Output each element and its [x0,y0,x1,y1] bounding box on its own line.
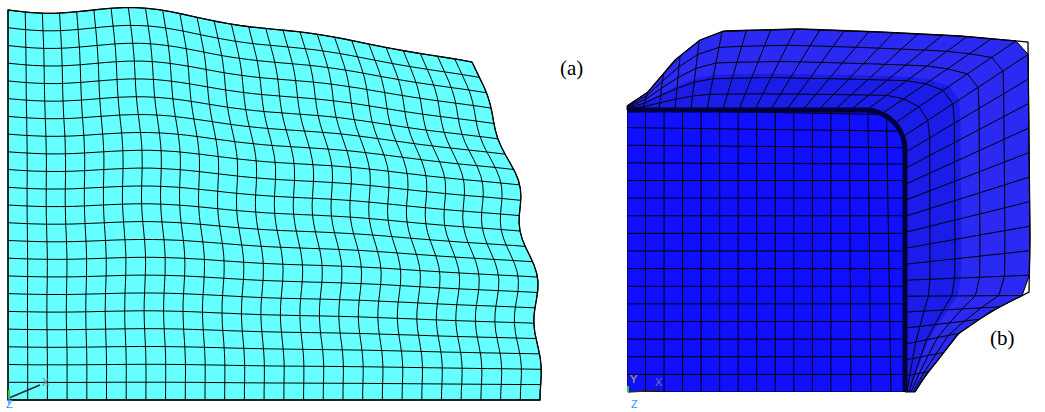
mesh-line [627,128,905,132]
mesh-fill [8,8,541,400]
mesh-line [627,145,905,147]
mesh-line [627,62,980,393]
mesh-line [835,34,919,110]
axis-triad [9,385,660,404]
die-radius-rim [627,110,905,392]
mesh-line [675,56,680,110]
mesh-line [866,37,967,110]
mesh-line [905,202,1030,233]
mesh-line [905,177,1029,216]
mesh-outline [8,8,541,400]
mesh-line [627,45,1005,392]
mesh-line [8,150,520,185]
punch-fill [627,110,905,392]
mesh-line [905,79,1028,153]
punch-face [627,110,911,392]
mesh-line [905,307,1000,312]
mesh-line [8,115,505,155]
mesh-line [905,226,1030,248]
mesh-line [755,29,796,110]
mesh-outline [627,29,1030,392]
mesh-line [882,39,992,114]
mesh-line [8,97,498,139]
axis-label: Y [630,374,637,385]
axis-label: Z [631,399,638,410]
flange-shade [627,29,1030,392]
mesh-line [8,329,536,339]
mesh-line [8,204,520,231]
mesh-line [905,295,1022,297]
mesh-line [627,163,905,164]
mesh-line [627,198,905,199]
mesh-line [8,79,494,124]
mesh-line [627,215,905,216]
mesh-line [8,168,521,200]
mesh-line [905,153,1029,201]
mesh-line [8,275,538,292]
axis-label: X [655,377,662,388]
mesh-line [627,321,905,322]
mesh-line [472,62,541,400]
mesh-line [739,30,771,110]
mesh-line [8,257,538,277]
deformed-mesh-b [627,29,1030,392]
mesh-line [723,30,747,110]
mesh-line [627,180,905,181]
mesh-line [905,128,1029,184]
mesh-line [8,43,486,92]
mesh-line [903,54,1028,136]
mesh-line [707,32,722,110]
mesh-line [627,233,905,234]
mesh-line [8,311,534,323]
mesh-line [8,240,533,262]
panel-label: (b) [990,328,1015,349]
axis-label: Z [6,399,13,410]
mesh-line [905,275,1029,280]
mesh-line [627,286,905,287]
mesh-line [627,356,905,357]
mesh-line [803,32,869,110]
mesh-line [8,364,541,369]
mesh-line [627,303,905,304]
deformed-mesh-a [8,8,541,401]
mesh-line [627,392,905,393]
mesh-line [627,339,905,340]
mesh-line [8,382,541,384]
mesh-line [438,56,502,400]
mesh-line [627,251,905,252]
panel-label: (a) [560,58,583,79]
mesh-line [8,186,519,216]
mesh-line [8,8,472,62]
axis-label: X [42,377,49,388]
mesh-line [627,374,905,375]
mesh-line [8,293,535,308]
mesh-line [905,352,944,360]
mesh-line [850,35,942,110]
mesh-line [627,268,905,269]
mesh-line [8,133,514,170]
mesh-line [627,78,955,392]
mesh-line [691,41,699,110]
mesh-line [905,251,1030,265]
flange-fill [627,29,1030,392]
mesh-line [8,347,540,354]
mesh-line [455,59,522,400]
mesh-line [627,94,930,392]
mesh-line [627,29,1030,392]
